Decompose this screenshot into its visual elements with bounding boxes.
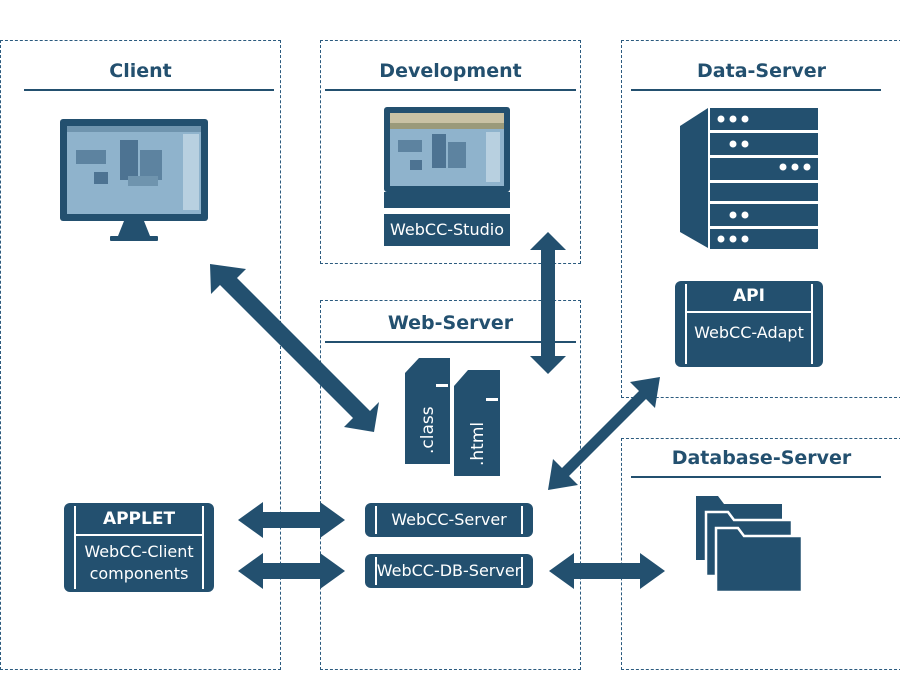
data-server-title: Data-Server bbox=[697, 60, 826, 82]
data-server-title-rule bbox=[631, 89, 881, 91]
api-box-title: API bbox=[733, 286, 765, 306]
database-folder-icon bbox=[696, 496, 804, 594]
data-server-arrow bbox=[548, 377, 660, 490]
api-box-text: WebCC-Adapt bbox=[694, 323, 804, 342]
webcc-db-server-box: WebCC-DB-Server bbox=[365, 554, 533, 588]
api-box-frame bbox=[685, 284, 813, 364]
webcc-server-box: WebCC-Server bbox=[365, 503, 533, 537]
web-server-title-rule bbox=[325, 341, 576, 343]
client-title-rule bbox=[24, 89, 274, 91]
development-web-arrow bbox=[530, 232, 566, 374]
applet-box: APPLET WebCC-Client components bbox=[64, 503, 214, 592]
db-server-database-arrow bbox=[549, 553, 665, 589]
webcc-server-label: WebCC-Server bbox=[391, 510, 507, 529]
class-file-label: .class bbox=[418, 406, 438, 454]
client-web-arrow bbox=[210, 264, 379, 432]
applet-box-frame bbox=[74, 506, 204, 589]
html-file-icon bbox=[454, 370, 500, 476]
data-server-rack-icon bbox=[680, 108, 818, 249]
data-server-section bbox=[621, 40, 900, 398]
development-title-rule bbox=[325, 89, 576, 91]
webcc-server-box-frame bbox=[375, 506, 523, 534]
development-monitor-icon bbox=[384, 107, 510, 208]
database-server-title-rule bbox=[631, 476, 881, 478]
client-title: Client bbox=[109, 60, 172, 82]
webcc-studio-label: WebCC-Studio bbox=[384, 214, 510, 246]
development-title: Development bbox=[379, 60, 522, 82]
applet-box-divider bbox=[74, 534, 204, 536]
class-file-icon bbox=[405, 358, 450, 464]
applet-box-text-line2: components bbox=[89, 564, 189, 583]
applet-server-arrow bbox=[238, 502, 345, 538]
development-section bbox=[320, 40, 581, 264]
web-server-section bbox=[320, 300, 581, 670]
html-file-label: .html bbox=[468, 422, 488, 466]
webcc-db-server-box-frame bbox=[375, 557, 523, 585]
api-box: API WebCC-Adapt bbox=[675, 281, 823, 367]
database-server-title: Database-Server bbox=[671, 447, 852, 469]
api-box-divider bbox=[685, 311, 813, 313]
applet-box-title: APPLET bbox=[102, 509, 176, 529]
webcc-db-server-label: WebCC-DB-Server bbox=[376, 561, 522, 580]
web-server-title: Web-Server bbox=[387, 312, 514, 334]
client-section bbox=[0, 40, 281, 670]
applet-db-server-arrow bbox=[238, 553, 345, 589]
client-monitor-icon bbox=[60, 119, 208, 241]
applet-box-text-line1: WebCC-Client bbox=[84, 542, 194, 561]
database-server-section bbox=[621, 438, 900, 670]
